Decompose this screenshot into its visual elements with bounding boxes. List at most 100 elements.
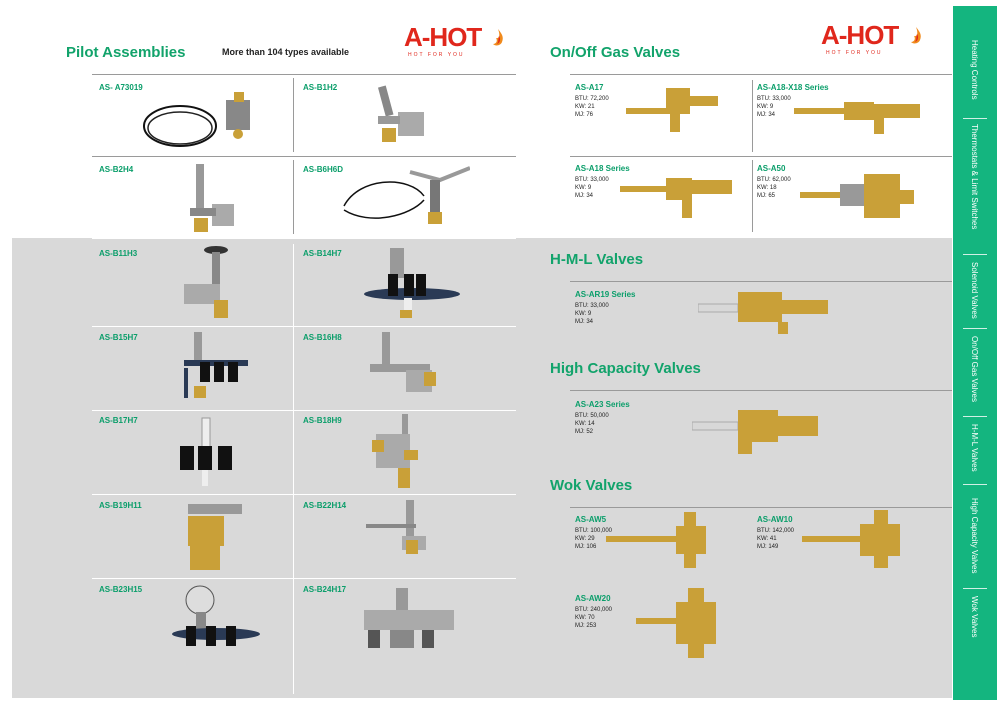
- spec-btu: BTU: 240,000: [575, 607, 613, 613]
- sidebar-item-label: On/Off Gas Valves: [970, 336, 979, 402]
- product-code: AS-B16H8: [303, 333, 342, 342]
- spec-kw: KW: 14: [575, 421, 595, 427]
- grid-line: [570, 390, 952, 391]
- sidebar-divider: [963, 254, 987, 255]
- spec-mj: MJ: 34: [757, 112, 776, 118]
- sidebar-item-label: High Capacity Valves: [970, 498, 979, 574]
- product-code: AS-B1H2: [303, 83, 338, 92]
- sidebar-item-label: Heating Controls: [970, 40, 979, 100]
- sidebar-divider: [963, 416, 987, 417]
- spec-kw: KW: 70: [575, 615, 595, 621]
- category-sidebar: Heating Controls Thermostats & Limit Swi…: [953, 6, 997, 700]
- product-image-pilot: [370, 332, 436, 392]
- product-image-valve: [800, 174, 914, 218]
- flame-icon: [493, 29, 503, 46]
- product-code: AS-B22H14: [303, 501, 347, 510]
- sidebar-item-label: H-M-L Valves: [970, 424, 979, 472]
- sidebar-divider: [963, 328, 987, 329]
- product-image-pilot: [372, 414, 418, 488]
- grid-line: [92, 238, 516, 239]
- grid-line: [92, 494, 516, 495]
- grid-line: [570, 507, 952, 508]
- product-image-valve: [620, 178, 732, 218]
- product-image-pilot: [377, 85, 424, 142]
- spec-mj: MJ: 52: [575, 429, 594, 435]
- grid-line: [570, 156, 952, 157]
- product-image-pilot: [188, 504, 242, 570]
- spec-kw: KW: 9: [757, 104, 774, 110]
- logo-left: A-HOT: [404, 22, 482, 52]
- product-code: AS-B2H4: [99, 165, 134, 174]
- product-image-valve: [802, 510, 900, 568]
- grid-line: [92, 578, 516, 579]
- sidebar-item-label: Solenoid Valves: [970, 262, 979, 319]
- product-code: AS-AW20: [575, 594, 611, 603]
- spec-kw: KW: 18: [757, 185, 777, 191]
- spec-mj: MJ: 76: [575, 112, 594, 118]
- grid-line: [293, 244, 294, 694]
- spec-btu: BTU: 33,000: [757, 96, 791, 102]
- product-code: AS-A18 Series: [575, 164, 630, 173]
- product-code: AS-A18-X18 Series: [757, 83, 829, 92]
- product-code: AS-A50: [757, 164, 786, 173]
- sidebar-item-label: Wok Valves: [970, 596, 979, 638]
- logo-right: A-HOT: [821, 20, 899, 50]
- spec-mj: MJ: 34: [575, 319, 594, 325]
- sidebar-divider: [963, 484, 987, 485]
- product-image-valve: [698, 292, 828, 334]
- spec-kw: KW: 41: [757, 536, 777, 542]
- hml-title: H-M-L Valves: [550, 251, 644, 268]
- product-code: AS-B19H11: [99, 501, 142, 510]
- product-image-pilot: [343, 166, 470, 224]
- product-image-pilot: [364, 588, 454, 648]
- product-code: AS-B11H3: [99, 249, 138, 258]
- product-image-thermocouple: [143, 92, 250, 147]
- spec-kw: KW: 9: [575, 311, 592, 317]
- grid-line: [293, 78, 294, 152]
- sidebar-divider: [963, 118, 987, 119]
- grid-line: [92, 156, 516, 157]
- product-code: AS-AW10: [757, 515, 793, 524]
- product-code: AS-B14H7: [303, 249, 342, 258]
- product-image-valve: [636, 588, 716, 658]
- spec-kw: KW: 29: [575, 536, 595, 542]
- spec-mj: MJ: 106: [575, 544, 597, 550]
- sidebar-divider: [963, 588, 987, 589]
- high-capacity-title: High Capacity Valves: [550, 360, 701, 377]
- grid-line: [752, 80, 753, 152]
- grid-line: [570, 281, 952, 282]
- grid-line: [570, 74, 952, 75]
- spec-mj: MJ: 34: [575, 193, 594, 199]
- grey-band-right: [516, 238, 952, 698]
- product-image-valve: [794, 102, 920, 134]
- grid-line: [92, 74, 516, 75]
- product-code: AS-A23 Series: [575, 400, 630, 409]
- product-image-pilot: [172, 585, 260, 646]
- product-code: AS-A17: [575, 83, 604, 92]
- flame-icon: [911, 27, 921, 44]
- logo-right-tagline: HOT FOR YOU: [826, 50, 883, 56]
- product-image-pilot: [184, 246, 228, 318]
- product-code: AS-B24H17: [303, 585, 347, 594]
- product-code: AS-B23H15: [99, 585, 143, 594]
- product-code: AS-B18H9: [303, 416, 342, 425]
- product-code: AS-B15H7: [99, 333, 138, 342]
- product-image-pilot: [366, 500, 426, 554]
- product-image-pilot: [180, 417, 232, 486]
- product-image-pilot: [364, 248, 460, 318]
- spec-btu: BTU: 33,000: [575, 177, 609, 183]
- spec-mj: MJ: 149: [757, 544, 779, 550]
- product-image-pilot: [184, 332, 248, 398]
- logo-left-tagline: HOT FOR YOU: [408, 52, 465, 58]
- spec-btu: BTU: 100,000: [575, 528, 613, 534]
- spec-btu: BTU: 50,000: [575, 413, 609, 419]
- product-code: AS-AW5: [575, 515, 607, 524]
- product-code: AS-B6H6D: [303, 165, 344, 174]
- spec-btu: BTU: 33,000: [575, 303, 609, 309]
- pilot-assemblies-title: Pilot Assemblies: [66, 44, 186, 61]
- grid-line: [293, 160, 294, 234]
- product-code: AS- A73019: [99, 83, 143, 92]
- wok-title: Wok Valves: [550, 477, 633, 494]
- spec-kw: KW: 21: [575, 104, 595, 110]
- product-code: AS-AR19 Series: [575, 290, 636, 299]
